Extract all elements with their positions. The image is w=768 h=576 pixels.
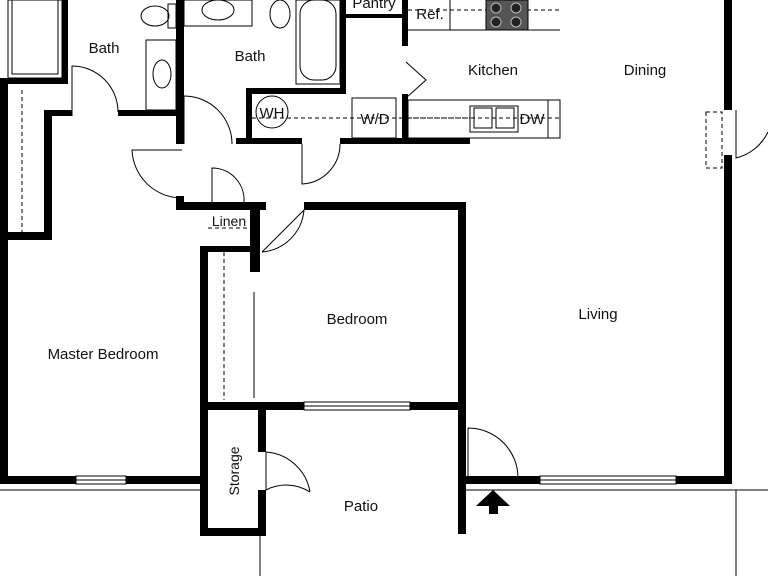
storage-label: Storage: [226, 446, 242, 495]
patio-label: Patio: [344, 498, 378, 515]
linen-label: Linen: [212, 213, 246, 229]
bath-left-label: Bath: [89, 40, 120, 57]
refrigerator-label: Ref.: [416, 6, 444, 23]
bedroom-label: Bedroom: [327, 311, 388, 328]
master-bedroom-label: Master Bedroom: [48, 346, 159, 363]
bath-center-label: Bath: [235, 48, 266, 65]
patio-edges: [0, 489, 768, 576]
water-heater-label: WH: [260, 105, 285, 122]
walls: [0, 0, 732, 536]
closets: [21, 90, 255, 400]
dishwasher-label: DW: [520, 111, 546, 128]
living-label: Living: [578, 306, 617, 323]
entry-arrow-icon: [476, 490, 510, 514]
kitchen-label: Kitchen: [468, 62, 518, 79]
windows: [75, 401, 677, 485]
doors: [71, 61, 768, 493]
dining-label: Dining: [624, 62, 667, 79]
pantry-label: Pantry: [352, 0, 396, 12]
fixtures: [7, 0, 561, 139]
washer-dryer-label: W/D: [360, 111, 389, 128]
